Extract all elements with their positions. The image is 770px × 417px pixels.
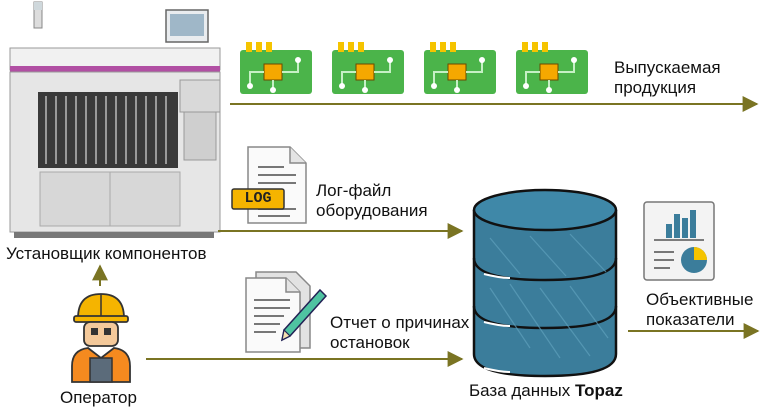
kpi-report-chart-icon: [643, 201, 715, 281]
log-label: Лог-файл оборудования: [316, 181, 428, 221]
log-file-icon: [231, 146, 307, 224]
kpi-label: Объективные показатели: [646, 290, 753, 330]
operator-worker-icon: [71, 293, 131, 383]
log-label-line1: Лог-файл: [316, 181, 392, 200]
product-label: Выпускаемая продукция: [614, 58, 721, 98]
pcb-board-icon: [240, 42, 312, 94]
report-label: Отчет о причинах остановок: [330, 313, 469, 353]
log-badge: LOG: [244, 190, 272, 207]
kpi-label-line2: показатели: [646, 310, 735, 329]
report-document-pen-icon: [245, 271, 328, 353]
pcb-board-icon: [332, 42, 404, 94]
operator-label: Оператор: [60, 388, 137, 407]
database-label: База данных Topaz: [469, 381, 623, 401]
kpi-node: [640, 200, 718, 282]
operator-node: [66, 288, 136, 384]
machine-label: Установщик компонентов: [6, 244, 207, 263]
report-label-line2: остановок: [330, 333, 410, 352]
pcb-board-icon: [516, 42, 588, 94]
database-label-name: Topaz: [574, 381, 623, 400]
log-file-node: LOG: [230, 145, 310, 225]
machine-node: [0, 0, 230, 245]
database-cylinder-icon: [472, 188, 618, 378]
report-node: [240, 268, 328, 354]
pick-and-place-machine-icon: [9, 1, 221, 238]
database-label-prefix: База данных: [469, 381, 575, 400]
kpi-label-line1: Объективные: [646, 290, 754, 309]
product-pcb-row: [238, 40, 598, 96]
product-label-line2: продукция: [614, 78, 697, 97]
report-label-line1: Отчет о причинах: [330, 313, 470, 332]
pcb-board-icon: [424, 42, 496, 94]
product-label-line1: Выпускаемая: [614, 58, 721, 77]
database-node: [470, 188, 620, 378]
log-label-line2: оборудования: [316, 201, 428, 220]
